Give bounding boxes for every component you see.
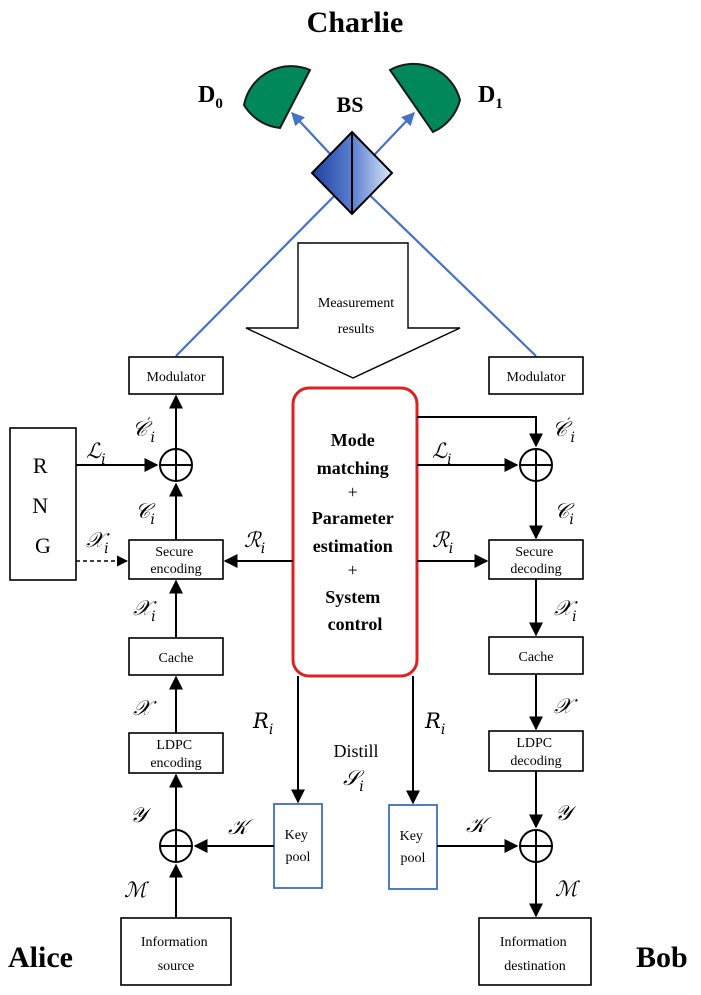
bob-key-pool-box	[388, 804, 438, 890]
svg-text:𝒞′i: 𝒞′i	[132, 416, 155, 446]
beam-bob	[351, 177, 537, 357]
alice-label: Alice	[8, 941, 73, 974]
beam-alice	[175, 177, 353, 357]
control-text: Mode matching + Parameter estimation + S…	[312, 430, 398, 634]
svg-text:ℳ: ℳ	[124, 878, 150, 902]
svg-text:Ri: Ri	[252, 709, 273, 738]
svg-text:𝒞′i: 𝒞′i	[552, 416, 575, 446]
svg-text:𝒦: 𝒦	[466, 813, 492, 837]
svg-text:ℛi: ℛi	[432, 528, 453, 557]
bob-key-pool-text: Key pool	[400, 829, 427, 866]
control-box	[291, 386, 419, 678]
svg-text:𝒴: 𝒴	[555, 801, 577, 825]
svg-text:𝒳i: 𝒳i	[133, 596, 157, 625]
svg-text:ℒi: ℒi	[432, 439, 452, 468]
svg-text:𝒴: 𝒴	[130, 803, 152, 827]
bs-label: BS	[337, 92, 364, 117]
bob-modulator	[488, 356, 584, 395]
secure-decoding-text: Secure decoding	[510, 545, 561, 577]
information-source-box	[120, 917, 232, 986]
bob-cache-label: Cache	[519, 650, 554, 665]
alice-cache-label: Cache	[159, 651, 194, 666]
information-destination-text: Information destination	[500, 935, 570, 974]
d0-label: D0	[198, 82, 223, 112]
rng-text: R N G	[32, 453, 53, 558]
bob-modulator-label: Modulator	[506, 370, 565, 385]
rng-box	[9, 427, 77, 581]
svg-text:𝒳i: 𝒳i	[554, 596, 578, 625]
alice-symbols: 𝒞′i ℒi 𝒞i 𝒳i ℛi 𝒳i 𝒳 𝒴 𝒦 ℳ Ri	[86, 416, 273, 902]
measurement-label-2: results	[338, 322, 375, 337]
detector-d0-shape	[242, 65, 312, 130]
svg-text:𝒳i: 𝒳i	[86, 528, 110, 557]
ldpc-decoding-text: LDPC decoding	[510, 736, 561, 769]
charlie-label: Charlie	[307, 6, 404, 39]
svg-text:Ri: Ri	[424, 709, 445, 738]
ldpc-decoding-box	[488, 730, 584, 772]
svg-text:ℳ: ℳ	[555, 877, 581, 901]
svg-text:𝒳: 𝒳	[554, 694, 578, 718]
svg-text:𝒞i: 𝒞i	[554, 499, 575, 528]
svg-text:ℛi: ℛi	[244, 528, 265, 557]
distill-label: Distill	[333, 741, 378, 761]
ldpc-encoding-text: LDPC encoding	[150, 738, 201, 771]
svg-text:𝒦: 𝒦	[228, 815, 254, 839]
alice-key-pool-text: Key pool	[285, 828, 312, 865]
secure-encoding-text: Secure encoding	[150, 545, 201, 577]
alice-modulator	[128, 356, 224, 395]
alice-cache-box	[128, 637, 224, 676]
distill-symbol: 𝒮i	[343, 766, 365, 795]
measurement-results-arrow	[245, 242, 461, 379]
alice-modulator-label: Modulator	[146, 370, 205, 385]
information-source-text: Information source	[141, 935, 211, 974]
bob-label: Bob	[636, 941, 688, 974]
svg-text:𝒞i: 𝒞i	[135, 499, 156, 528]
alice-key-pool-box	[273, 803, 323, 889]
d1-label: D1	[478, 82, 503, 112]
ldpc-encoding-box	[128, 732, 224, 774]
svg-text:ℒi: ℒi	[86, 439, 106, 468]
svg-text:𝒳: 𝒳	[133, 696, 157, 720]
measurement-label-1: Measurement	[318, 296, 394, 311]
detector-d1-shape	[388, 62, 462, 134]
information-destination-box	[478, 917, 592, 986]
